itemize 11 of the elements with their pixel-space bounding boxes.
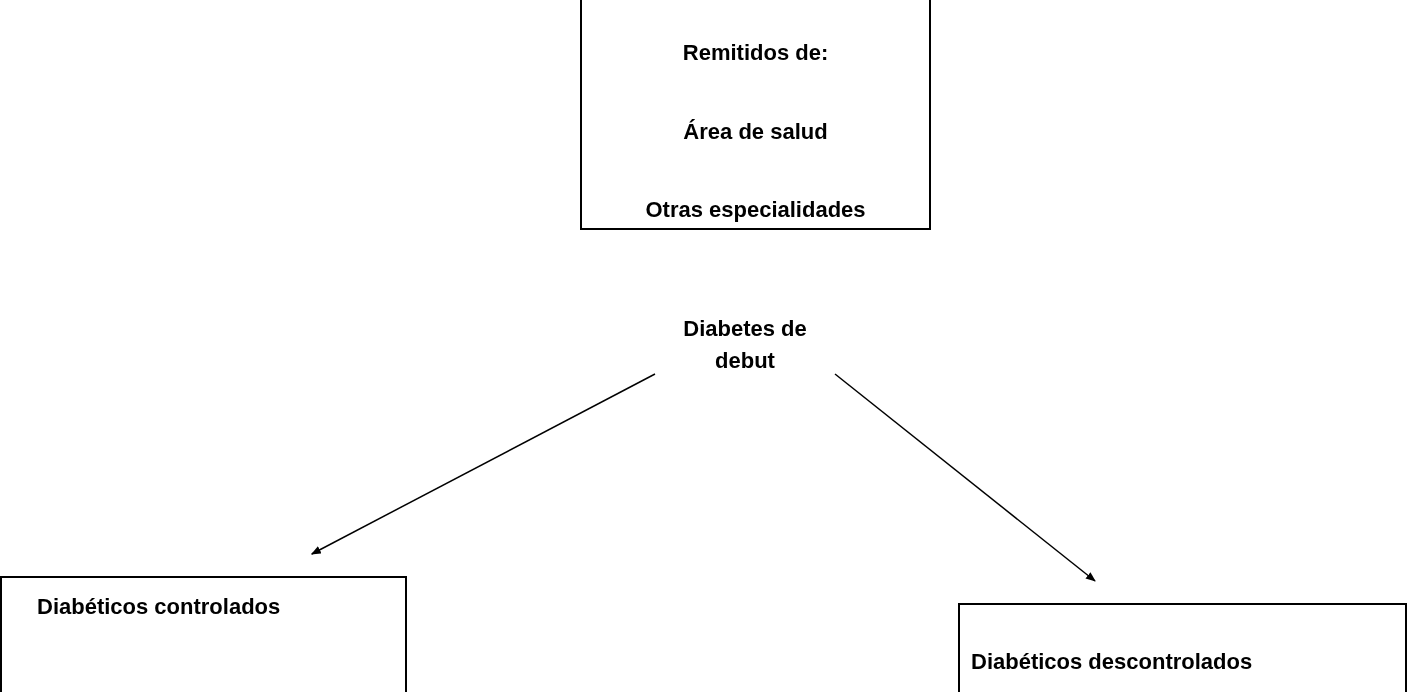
- arrow: [834, 373, 1096, 582]
- box-text: Diabetes de debut: [682, 315, 808, 375]
- box-text: Diabéticos descontrolados: [971, 649, 1253, 674]
- process-box: [0, 576, 407, 692]
- box-text: Remitidos de:: [682, 39, 829, 67]
- arrow: [310, 373, 656, 555]
- process-box: [580, 0, 931, 230]
- process-box: [958, 603, 1407, 692]
- box-text: Otras especialidades: [645, 196, 866, 224]
- box-text: Área de salud: [683, 117, 828, 146]
- box-text: Diabéticos controlados: [37, 594, 281, 619]
